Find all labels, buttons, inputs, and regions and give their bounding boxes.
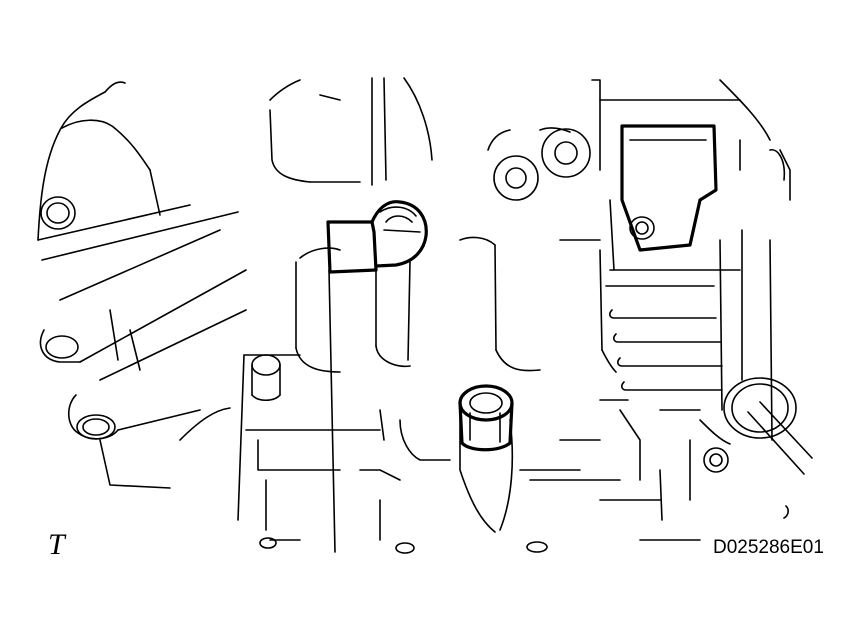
sensor-rod — [328, 269, 336, 553]
right-fins — [605, 229, 773, 441]
figure-mark: T — [48, 528, 65, 561]
figure-code: D025286E01 — [713, 537, 824, 558]
left-bracket-housing — [37, 81, 247, 489]
right-upper-components — [487, 79, 791, 271]
union-fitting — [458, 384, 514, 452]
central-case — [237, 77, 701, 554]
elbow-connector — [326, 200, 428, 274]
right-hose-plug — [689, 377, 813, 519]
